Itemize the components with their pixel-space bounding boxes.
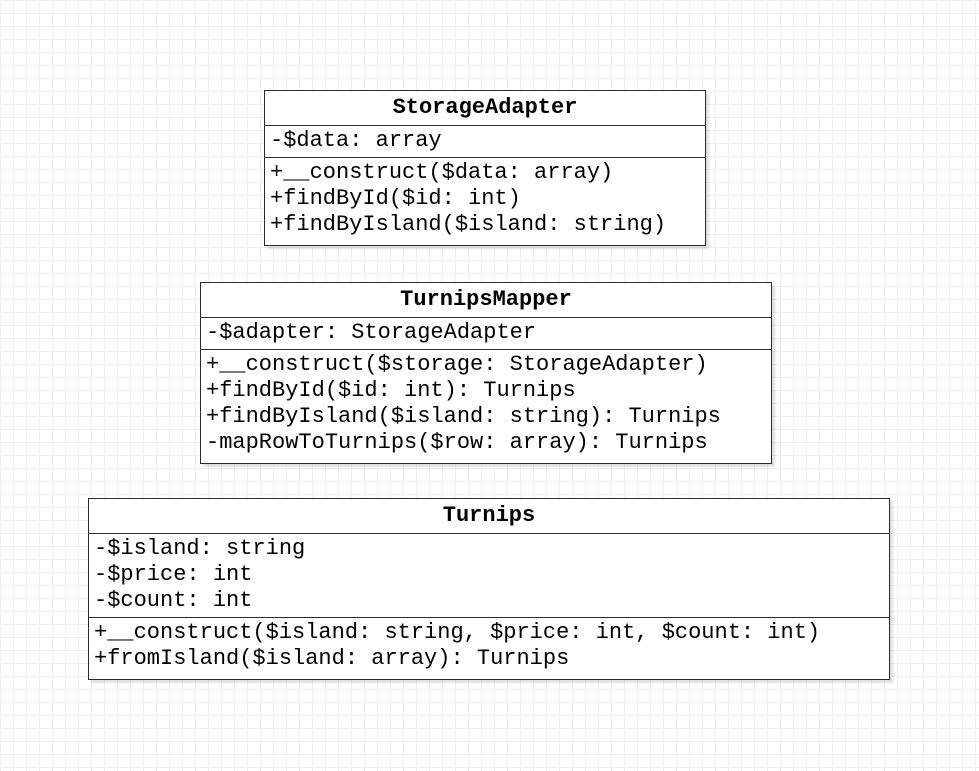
attribute: -$island: string [94, 536, 306, 561]
attribute: -$price: int [94, 562, 253, 587]
attribute: -$data: array [270, 128, 442, 153]
methods-section: +__construct($island: string, $price: in… [89, 617, 889, 675]
method: +findByIsland($island: string): Turnips [206, 404, 721, 429]
attributes-section: -$data: array [265, 126, 705, 157]
method: +findByIsland($island: string) [270, 212, 667, 237]
method: +fromIsland($island: array): Turnips [94, 646, 570, 671]
class-box-turnips-mapper[interactable]: TurnipsMapper -$adapter: StorageAdapter … [200, 282, 772, 464]
method: +__construct($storage: StorageAdapter) [206, 352, 708, 377]
method: -mapRowToTurnips($row: array): Turnips [206, 430, 708, 455]
method: +__construct($island: string, $price: in… [94, 620, 821, 645]
method: +__construct($data: array) [270, 160, 614, 185]
methods-section: +__construct($storage: StorageAdapter) +… [201, 349, 771, 459]
attributes-section: -$adapter: StorageAdapter [201, 318, 771, 349]
class-name: Turnips [89, 499, 889, 534]
method: +findById($id: int): Turnips [206, 378, 576, 403]
class-box-storage-adapter[interactable]: StorageAdapter -$data: array +__construc… [264, 90, 706, 246]
class-name: StorageAdapter [265, 91, 705, 126]
attribute: -$adapter: StorageAdapter [206, 320, 537, 345]
attributes-section: -$island: string -$price: int -$count: i… [89, 534, 889, 617]
methods-section: +__construct($data: array) +findById($id… [265, 157, 705, 241]
class-box-turnips[interactable]: Turnips -$island: string -$price: int -$… [88, 498, 890, 680]
attribute: -$count: int [94, 588, 253, 613]
method: +findById($id: int) [270, 186, 521, 211]
class-name: TurnipsMapper [201, 283, 771, 318]
